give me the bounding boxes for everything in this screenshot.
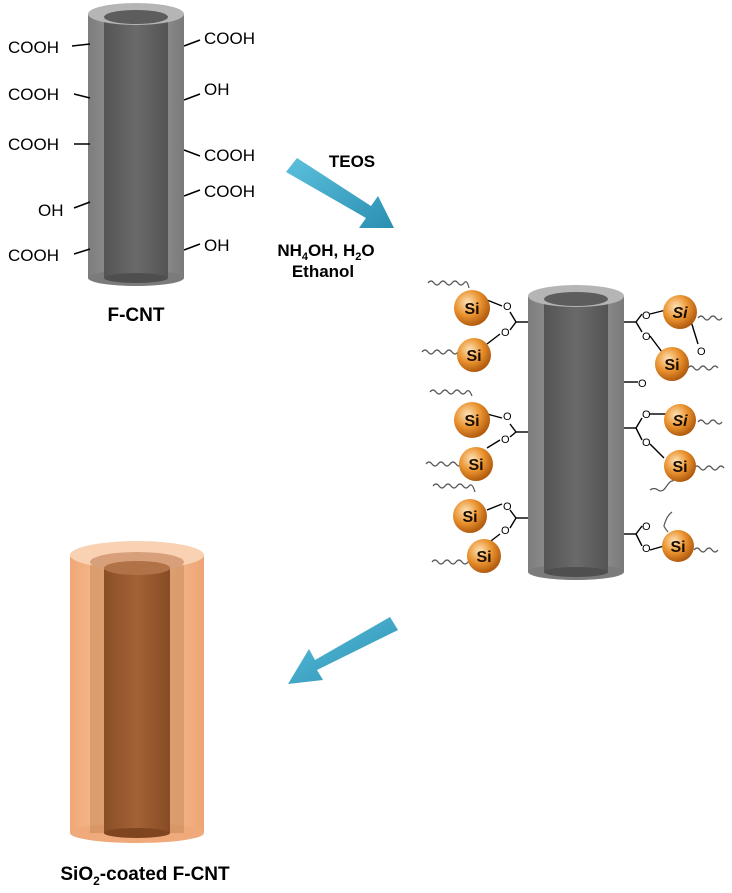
svg-text:O: O xyxy=(638,378,647,390)
coated-tube xyxy=(70,541,204,843)
svg-text:O: O xyxy=(501,434,510,446)
svg-text:O: O xyxy=(642,543,651,555)
svg-text:Si: Si xyxy=(672,305,688,322)
fcnt-left-groups: COOH COOH COOH OH COOH xyxy=(8,38,91,265)
svg-text:Si: Si xyxy=(672,459,687,476)
product-label: SiO2-coated F-CNT xyxy=(60,864,230,888)
svg-text:O: O xyxy=(501,525,510,537)
silicon-atoms: Si Si Si Si Si Si Si Si Si Si Si xyxy=(453,290,697,573)
reaction-arrow-2 xyxy=(288,617,398,684)
si-sphere: Si xyxy=(664,450,696,482)
reagent-teos: TEOS xyxy=(329,152,375,171)
left-group-5: COOH xyxy=(8,246,59,265)
right-group-2: OH xyxy=(204,80,230,99)
fcnt-right-groups: COOH OH COOH COOH OH xyxy=(183,29,255,255)
svg-text:O: O xyxy=(501,327,510,339)
svg-text:Si: Si xyxy=(462,509,477,526)
svg-text:Si: Si xyxy=(464,413,479,430)
svg-text:O: O xyxy=(642,521,651,533)
si-sphere: Si xyxy=(457,338,491,372)
svg-text:O: O xyxy=(642,310,651,322)
si-sphere: Si xyxy=(663,295,697,329)
si-sphere: Si xyxy=(459,447,493,481)
si-sphere: Si xyxy=(467,539,501,573)
si-sphere: Si xyxy=(453,499,487,533)
svg-text:O: O xyxy=(642,409,651,421)
svg-text:Si: Si xyxy=(670,539,685,556)
svg-text:Si: Si xyxy=(664,357,679,374)
svg-text:O: O xyxy=(503,501,512,513)
intermediate-tube xyxy=(528,285,624,580)
right-group-1: COOH xyxy=(204,29,255,48)
svg-text:O: O xyxy=(503,411,512,423)
si-sphere: Si xyxy=(454,290,490,326)
reagent-ammonia-water: NH4OH, H2O xyxy=(277,241,374,263)
left-group-1: COOH xyxy=(8,38,59,57)
svg-text:Si: Si xyxy=(466,348,481,365)
right-group-5: OH xyxy=(204,236,230,255)
right-group-3: COOH xyxy=(204,146,255,165)
reagent-ethanol: Ethanol xyxy=(292,262,354,281)
fcnt-tube xyxy=(88,3,184,286)
left-group-4: OH xyxy=(38,201,64,220)
oxygen-atoms: O O O O O O O O O O O O O O xyxy=(501,301,706,555)
svg-text:Si: Si xyxy=(672,413,688,430)
svg-text:O: O xyxy=(697,346,706,358)
svg-text:Si: Si xyxy=(476,549,491,566)
svg-text:Si: Si xyxy=(464,301,479,318)
si-sphere: Si xyxy=(655,347,689,381)
si-sphere: Si xyxy=(664,404,696,436)
si-sphere: Si xyxy=(662,530,694,562)
left-group-2: COOH xyxy=(8,85,59,104)
fcnt-label: F-CNT xyxy=(108,305,165,326)
si-sphere: Si xyxy=(454,402,490,438)
svg-text:O: O xyxy=(642,331,651,343)
right-group-4: COOH xyxy=(204,182,255,201)
svg-text:Si: Si xyxy=(468,457,483,474)
svg-text:O: O xyxy=(642,437,651,449)
svg-text:O: O xyxy=(503,301,512,313)
reaction-arrow-1 xyxy=(286,158,394,228)
left-group-3: COOH xyxy=(8,135,59,154)
